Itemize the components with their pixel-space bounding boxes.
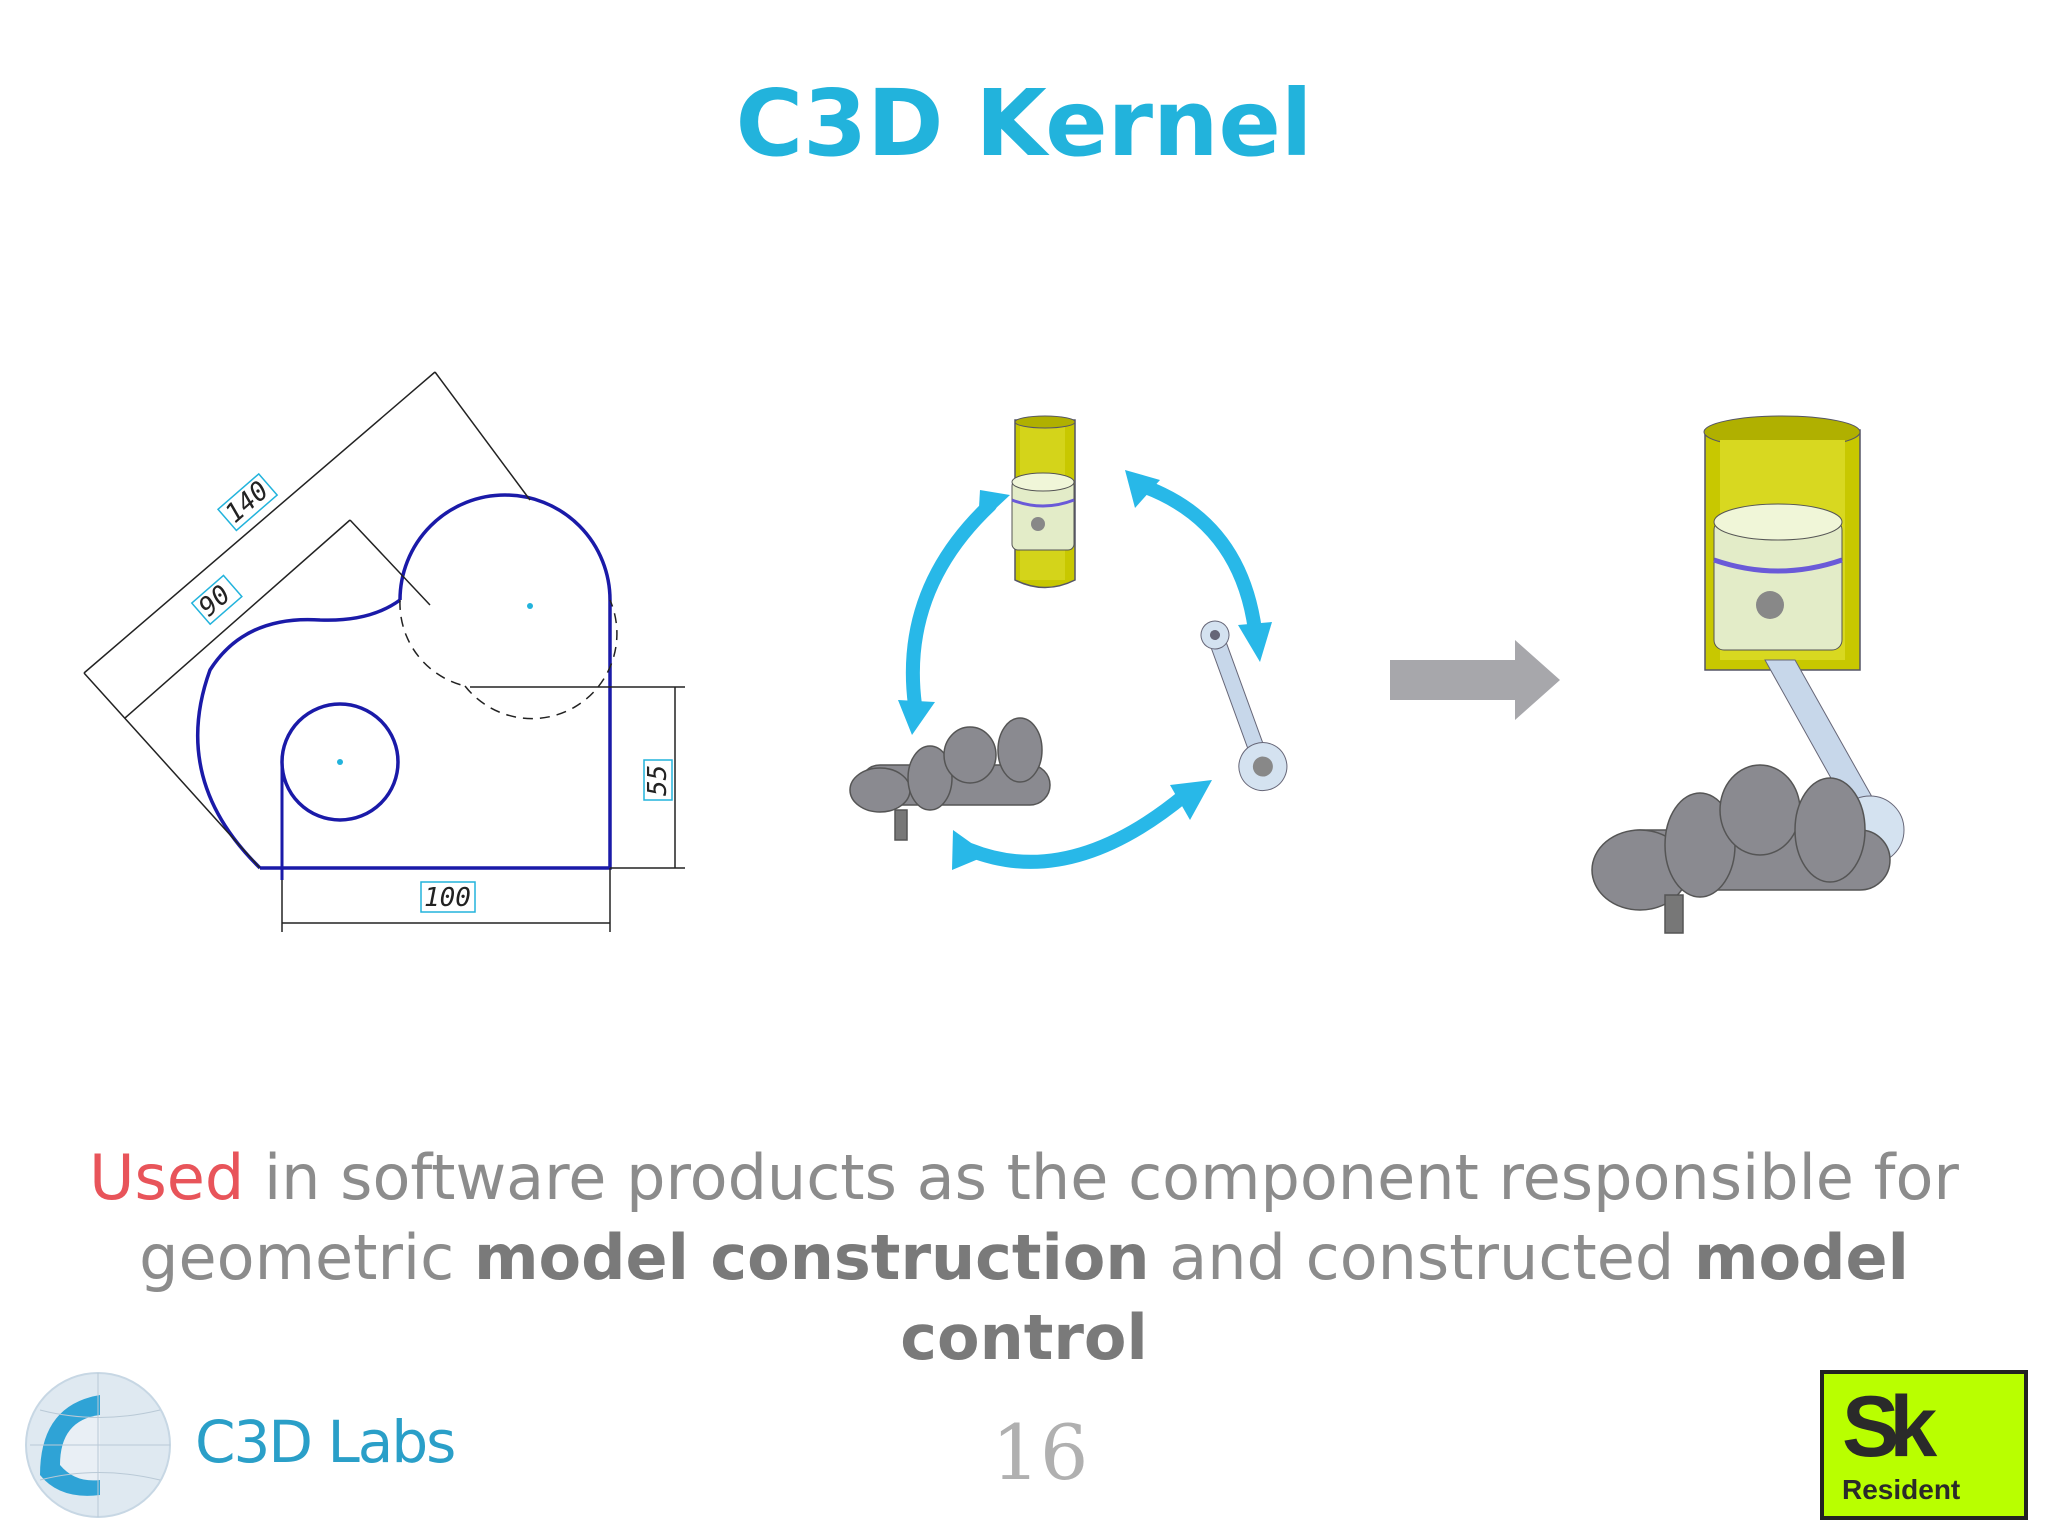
slide-caption: Used in software products as the compone… — [40, 1138, 2008, 1378]
dimension-label-90: 90 — [193, 580, 236, 623]
page-number: 16 — [991, 1408, 1089, 1497]
assembled-crankshaft — [1591, 764, 1891, 934]
sk-resident-badge: Sk Resident — [1820, 1370, 2028, 1520]
assembly-cycle-illustration — [849, 415, 1288, 870]
connecting-rod-part — [1200, 620, 1288, 792]
assembled-piston — [1713, 503, 1843, 651]
badge-label: Resident — [1842, 1474, 1961, 1505]
caption-bold-1: model construction — [473, 1221, 1150, 1294]
assembled-mechanism-illustration — [1591, 415, 1905, 934]
crankshaft-part — [849, 717, 1051, 841]
right-arrow-icon — [1390, 640, 1560, 720]
caption-text-1: in software products as the component re… — [139, 1141, 1959, 1294]
caption-text-2: and constructed — [1149, 1221, 1694, 1294]
badge-logo-text: Sk — [1842, 1379, 1937, 1475]
caption-highlight: Used — [89, 1141, 245, 1214]
sketch-construction — [83, 371, 685, 932]
sketch-drawing: 140 90 55 100 — [83, 371, 685, 932]
dimension-label-100: 100 — [424, 883, 471, 913]
caption-bold-2: model control — [900, 1221, 1909, 1374]
piston-part — [1011, 472, 1075, 551]
c3d-labs-logo — [25, 1372, 171, 1518]
dimension-label-55: 55 — [643, 765, 673, 796]
slide-title: C3D Kernel — [735, 70, 1313, 177]
brand-name: C3D Labs — [195, 1408, 456, 1476]
cycle-arrows — [905, 478, 1262, 869]
